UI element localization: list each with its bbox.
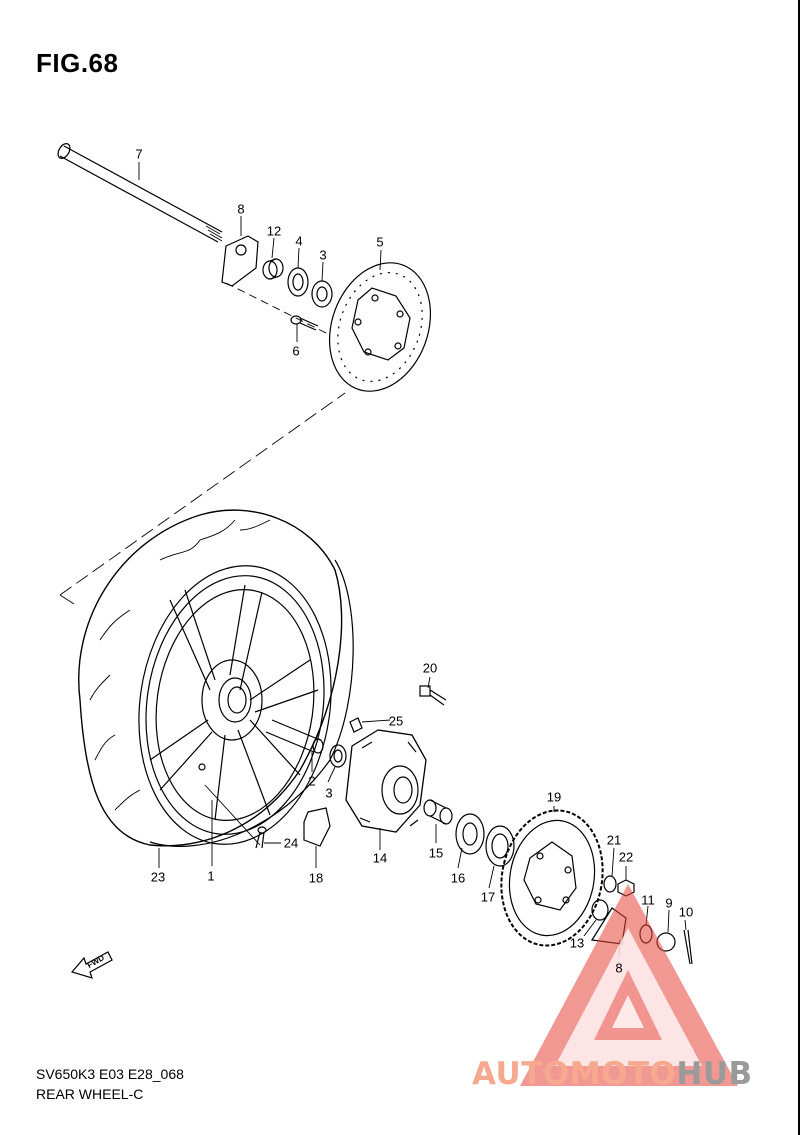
- callout-18: 18: [308, 870, 324, 886]
- watermark-text: AUTOMOTOHUB: [472, 1056, 753, 1092]
- callout-1: 1: [207, 868, 215, 884]
- callout-4: 4: [295, 233, 303, 249]
- callout-5: 5: [376, 234, 384, 250]
- callout-21: 21: [606, 832, 622, 848]
- callout-23: 23: [150, 869, 166, 885]
- figure-code: SV650K3 E03 E28_068: [36, 1066, 184, 1082]
- callout-19: 19: [546, 789, 562, 805]
- figure-title: FIG.68: [36, 48, 119, 78]
- callout-12: 12: [266, 223, 282, 239]
- callout-13: 13: [569, 935, 585, 951]
- watermark-text-part2: HUB: [676, 1056, 753, 1092]
- fwd-arrow-icon: [70, 951, 113, 979]
- callout-6: 6: [292, 343, 300, 359]
- axle-part: [57, 143, 223, 243]
- callout-3-upper: 3: [319, 247, 327, 263]
- callout-9: 9: [665, 895, 673, 911]
- callout-10: 10: [678, 904, 694, 920]
- watermark-text-part1: AUTOMOTO: [472, 1056, 677, 1092]
- callout-20: 20: [422, 660, 438, 676]
- adjuster-plate-part: [221, 235, 259, 287]
- rear-wheel-tyre-part: [78, 509, 354, 847]
- callout-17: 17: [480, 889, 496, 905]
- callout-25: 25: [388, 713, 404, 729]
- callout-2: 2: [308, 773, 316, 789]
- callout-3-lower: 3: [325, 785, 333, 801]
- callout-22: 22: [618, 849, 634, 865]
- callout-24: 24: [283, 835, 299, 851]
- brake-disc-part: [328, 262, 432, 392]
- callout-7: 7: [135, 146, 143, 162]
- watermark-logo-icon: [520, 884, 738, 1086]
- rear-sprocket-part: [500, 809, 604, 947]
- sprocket-drum-part: [345, 729, 427, 833]
- callout-16: 16: [450, 870, 466, 886]
- callout-8-lower: 8: [615, 960, 623, 976]
- callout-8-upper: 8: [237, 201, 245, 217]
- figure-name: REAR WHEEL-C: [36, 1086, 144, 1102]
- callout-11: 11: [641, 892, 655, 908]
- callout-14: 14: [372, 850, 388, 866]
- callout-15: 15: [428, 845, 444, 861]
